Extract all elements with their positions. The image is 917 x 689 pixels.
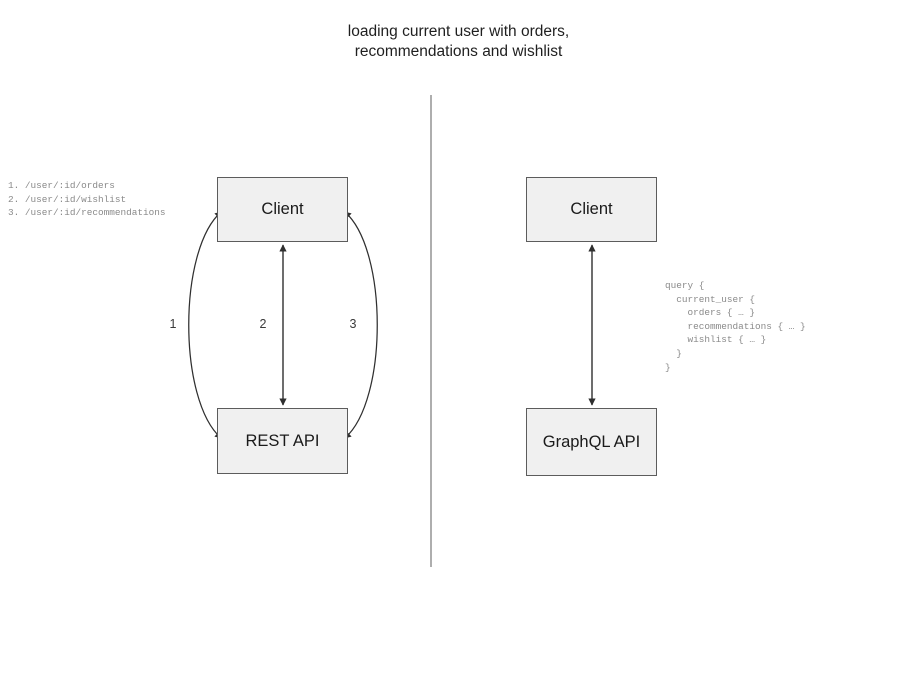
node-graphql-api[interactable]: GraphQL API (526, 408, 657, 476)
node-label: REST API (245, 431, 320, 450)
node-label: Client (570, 200, 613, 218)
graphql-query-block: query { current_user { orders { … } reco… (665, 280, 806, 373)
rest-endpoint-list: 1. /user/:id/orders 2. /user/:id/wishlis… (8, 180, 166, 219)
node-rest-api[interactable]: REST API (217, 408, 348, 474)
edge-label-1: 1 (169, 317, 177, 331)
edge-1-orders (188, 211, 222, 439)
edge-label-3: 3 (349, 317, 357, 331)
page-title: loading current user with orders, recomm… (347, 23, 570, 60)
edge-label-2: 2 (259, 317, 267, 331)
edge-3-recommendations (344, 211, 378, 439)
node-client-rest[interactable]: Client (217, 177, 348, 242)
node-label: Client (261, 200, 304, 218)
node-client-graphql[interactable]: Client (526, 177, 657, 242)
node-label: GraphQL API (542, 432, 641, 451)
